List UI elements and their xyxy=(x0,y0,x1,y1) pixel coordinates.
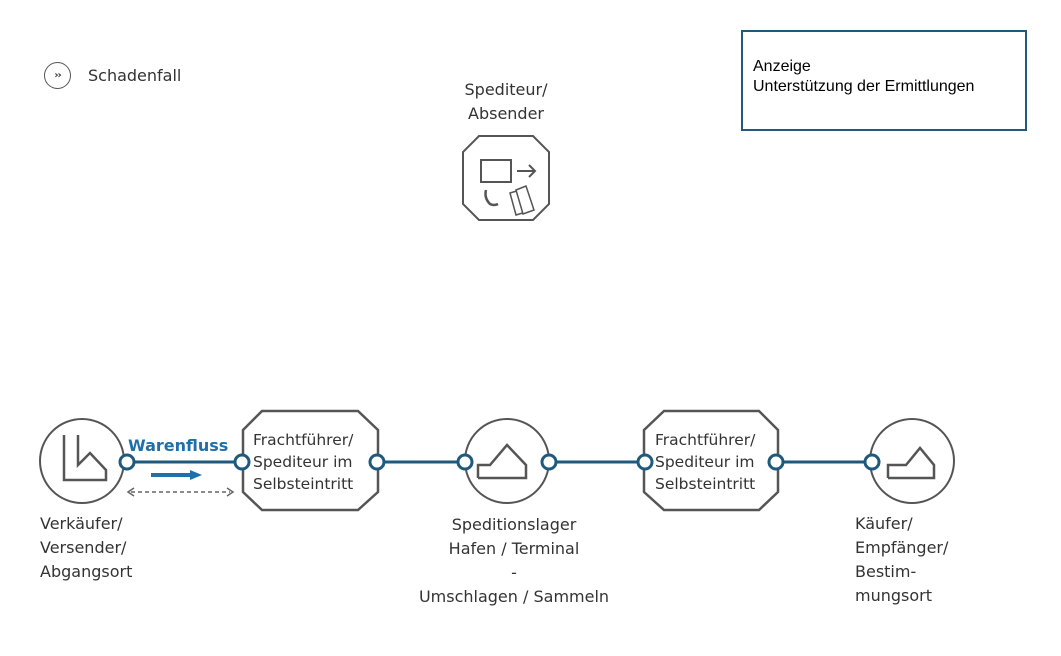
seller-label-line: Verkäufer/ xyxy=(40,514,123,533)
carrier-label-line: Spediteur im xyxy=(253,453,353,471)
double-chevron-icon: ›› xyxy=(44,62,71,89)
connection-nodes xyxy=(118,453,881,471)
buyer-label-line: Empfänger/ xyxy=(855,538,949,557)
dashed-double-arrow xyxy=(126,487,235,497)
spediteur-label-line: Absender xyxy=(468,104,544,123)
carrier-label-1: Frachtführer/ Spediteur im Selbsteintrit… xyxy=(253,429,353,495)
node-dot[interactable] xyxy=(863,453,881,471)
seller-node[interactable] xyxy=(39,418,125,504)
warehouse-node[interactable] xyxy=(464,418,550,504)
seller-label: Verkäufer/ Versender/ Abgangsort xyxy=(40,512,132,584)
node-dot[interactable] xyxy=(456,453,474,471)
carrier-label-line: Selbsteintritt xyxy=(253,475,354,493)
info-line-2: Unterstützung der Ermittlungen xyxy=(753,78,975,95)
node-dot[interactable] xyxy=(636,453,654,471)
documents-icon xyxy=(509,185,535,216)
buyer-label-line: Bestim- xyxy=(855,562,917,581)
phone-icon xyxy=(484,189,499,207)
seller-label-line: Versender/ xyxy=(40,538,127,557)
node-dot[interactable] xyxy=(540,453,558,471)
spediteur-node[interactable] xyxy=(462,135,550,221)
buyer-node[interactable] xyxy=(869,418,955,504)
node-dot[interactable] xyxy=(233,453,251,471)
buyer-label: Käufer/ Empfänger/ Bestim- mungsort xyxy=(855,512,948,608)
carrier-label-line: Frachtführer/ xyxy=(253,431,354,449)
schadenfall-label: Schadenfall xyxy=(88,66,182,85)
warehouse-label-line: Speditionslager xyxy=(451,515,577,534)
warehouse-label: Speditionslager Hafen / Terminal - Umsch… xyxy=(394,513,634,609)
node-dot[interactable] xyxy=(118,453,136,471)
warehouse-label-line: Hafen / Terminal xyxy=(448,539,580,558)
spediteur-label-line: Spediteur/ xyxy=(464,80,548,99)
carrier-label-line: Spediteur im xyxy=(655,453,755,471)
carrier-label-line: Frachtführer/ xyxy=(655,431,756,449)
carrier-label-2: Frachtführer/ Spediteur im Selbsteintrit… xyxy=(655,429,755,495)
node-dot[interactable] xyxy=(368,453,386,471)
warehouse-icon xyxy=(476,443,528,480)
info-line-1: Anzeige xyxy=(753,58,811,75)
house-icon xyxy=(886,446,936,480)
buyer-label-line: mungsort xyxy=(855,586,932,605)
flow-arrow xyxy=(151,470,202,480)
factory-icon xyxy=(62,435,108,482)
carrier-node-2[interactable] xyxy=(642,409,780,512)
screen-icon xyxy=(480,159,512,183)
seller-label-line: Abgangsort xyxy=(40,562,133,581)
buyer-label-line: Käufer/ xyxy=(855,514,913,533)
carrier-label-line: Selbsteintritt xyxy=(655,475,756,493)
spediteur-label: Spediteur/ Absender xyxy=(446,78,566,126)
info-box: Anzeige Unterstützung der Ermittlungen xyxy=(741,30,1027,131)
carrier-node-1[interactable] xyxy=(241,409,380,512)
warehouse-label-line: Umschlagen / Sammeln xyxy=(418,587,610,606)
warehouse-label-line: - xyxy=(511,563,517,582)
node-dot[interactable] xyxy=(767,453,785,471)
warenfluss-label: Warenfluss xyxy=(128,436,229,455)
schadenfall-link[interactable]: ›› Schadenfall xyxy=(44,62,181,89)
